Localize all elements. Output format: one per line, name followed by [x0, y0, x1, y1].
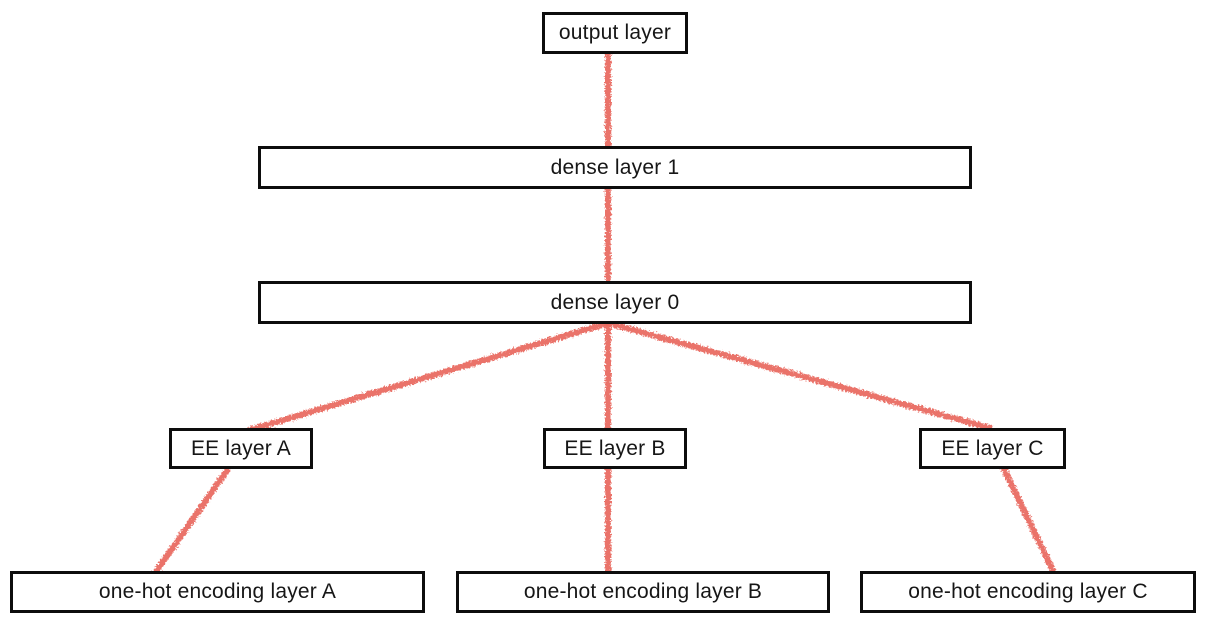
node-one-hot-encoding-layer-a: one-hot encoding layer A — [10, 571, 425, 613]
node-one-hot-encoding-layer-b: one-hot encoding layer B — [456, 571, 830, 613]
node-one-hot-encoding-layer-c-label: one-hot encoding layer C — [908, 580, 1148, 603]
edge-ee-c-onehot-c — [1001, 466, 1057, 576]
node-dense-layer-0-label: dense layer 0 — [550, 290, 680, 314]
node-dense-layer-1-label: dense layer 1 — [550, 155, 680, 179]
node-ee-layer-a-label: EE layer A — [190, 436, 292, 460]
node-ee-layer-b: EE layer B — [543, 428, 687, 469]
node-one-hot-encoding-layer-b-label: one-hot encoding layer B — [523, 580, 763, 603]
node-one-hot-encoding-layer-c: one-hot encoding layer C — [860, 571, 1196, 613]
edge-ee-a-onehot-a — [152, 466, 231, 576]
node-ee-layer-c: EE layer C — [919, 428, 1066, 469]
node-ee-layer-c-label: EE layer C — [941, 436, 1044, 460]
node-ee-layer-b-label: EE layer B — [564, 436, 666, 460]
node-output-layer-label: output layer — [558, 21, 672, 44]
node-dense-layer-1: dense layer 1 — [258, 146, 972, 189]
node-dense-layer-0: dense layer 0 — [258, 281, 972, 324]
edge-dense0-ee-a — [247, 320, 611, 433]
node-ee-layer-a: EE layer A — [169, 428, 313, 469]
edge-dense0-ee-c — [605, 320, 993, 431]
node-output-layer: output layer — [542, 12, 688, 54]
node-one-hot-encoding-layer-a-label: one-hot encoding layer A — [98, 580, 337, 603]
